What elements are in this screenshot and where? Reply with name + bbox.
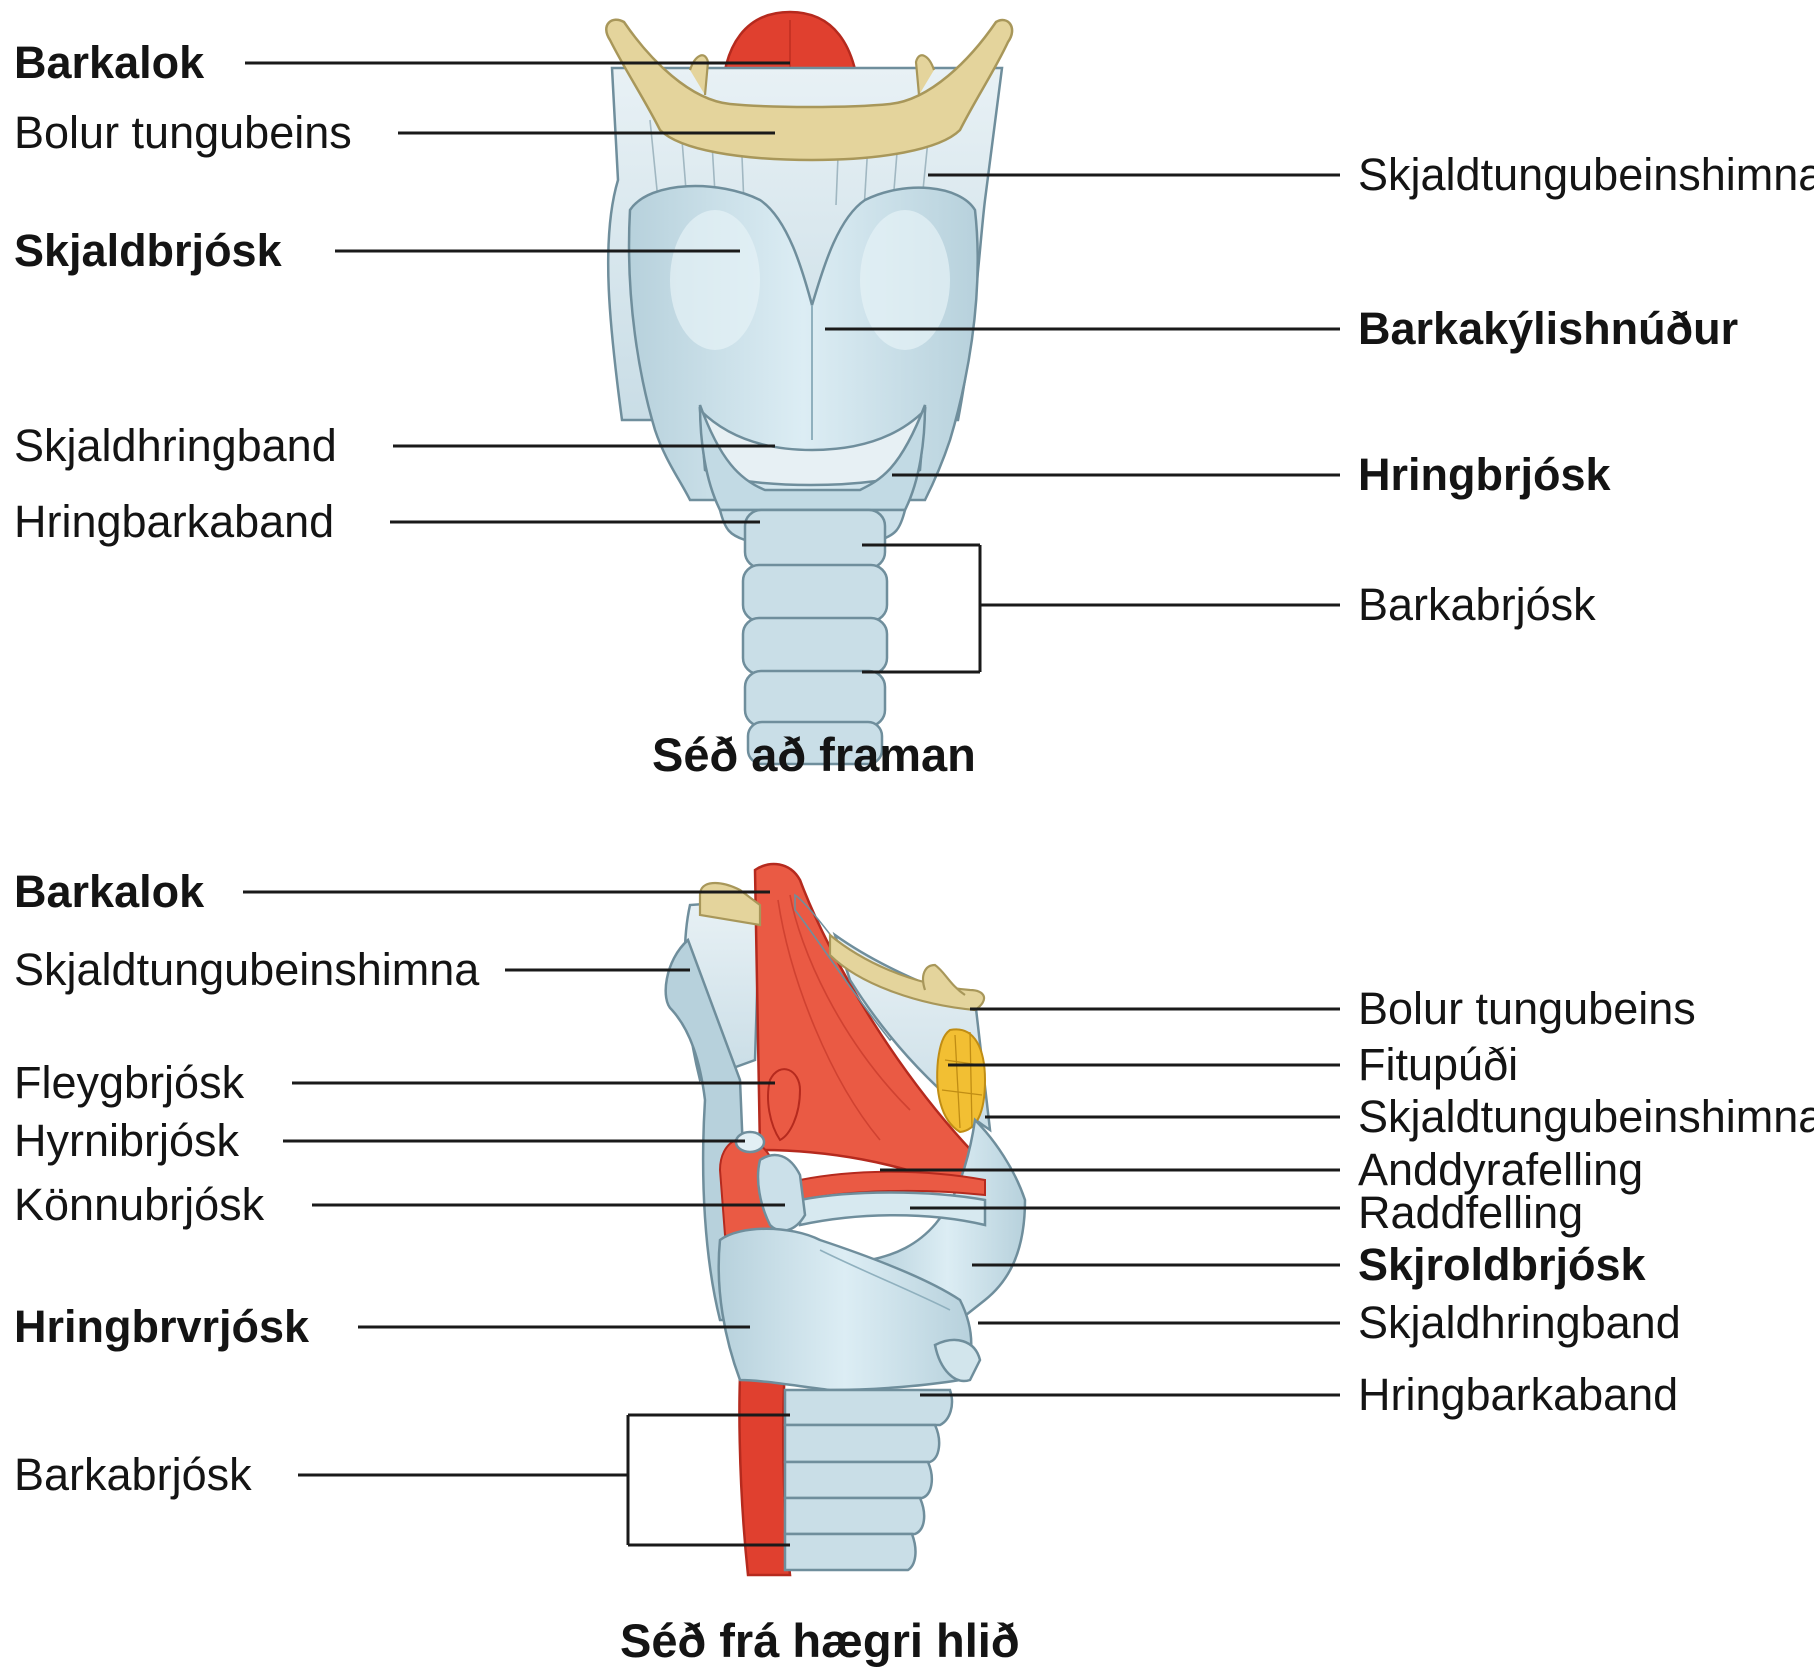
side-epiglottis [753, 862, 992, 1197]
label-hyoid-body-front: Bolur tungubeins [14, 107, 352, 158]
label-vocal-fold-side: Raddfelling [1358, 1187, 1584, 1238]
label-arytenoid-cartilage-side: Könnubrjósk [14, 1179, 265, 1230]
label-cricotracheal-ligament-front: Hringbarkaband [14, 496, 335, 547]
label-epiglottis-side: Barkalok [14, 866, 205, 917]
label-thyrohyoid-membrane-side-left: Skjaldtungubeinshimna [14, 944, 480, 995]
label-cricoid-cartilage-front: Hringbrjósk [1358, 449, 1611, 500]
side-leader-lines [243, 890, 1340, 1547]
front-hyoid-bone [605, 18, 1014, 162]
label-cricoid-cartilage-side: Hringbrvrjósk [14, 1301, 310, 1352]
label-cricothyroid-ligament-front: Skjaldhringband [14, 420, 337, 471]
label-tracheal-cartilage-side: Barkabrjósk [14, 1449, 252, 1500]
side-trachea [783, 1388, 954, 1572]
side-cuneiform-cartilage [767, 1068, 802, 1142]
label-corniculate-cartilage-side: Hyrnibrjósk [14, 1115, 240, 1166]
label-thyrohyoid-membrane-front: Skjaldtungubeinshimna [1358, 149, 1814, 200]
caption-front-view: Séð að framan [652, 728, 976, 781]
label-cricothyroid-ligament-side: Skjaldhringband [1358, 1297, 1681, 1348]
label-hyoid-body-side: Bolur tungubeins [1358, 983, 1696, 1034]
label-tracheal-cartilage-front: Barkabrjósk [1358, 579, 1596, 630]
side-view-larynx [664, 862, 1027, 1577]
caption-side-view: Séð frá hægri hlið [620, 1614, 1020, 1667]
side-vocal-fold [798, 1191, 987, 1227]
side-fat-pad [936, 1028, 987, 1134]
label-epiglottis-front: Barkalok [14, 37, 205, 88]
front-trachea [741, 508, 889, 766]
side-hyoid-bone [698, 882, 762, 927]
label-laryngeal-prominence-front: Barkakýlishnúður [1358, 303, 1739, 354]
label-thyroid-cartilage-front: Skjaldbrjósk [14, 225, 282, 276]
label-fat-pad-side: Fitupúði [1358, 1039, 1519, 1090]
front-view-larynx [605, 10, 1014, 766]
label-vestibular-fold-side: Anddyrafelling [1358, 1144, 1644, 1195]
label-thyrohyoid-membrane-side-right: Skjaldtungubeinshimna [1358, 1091, 1814, 1142]
label-cricotracheal-ligament-side: Hringbarkaband [1358, 1369, 1679, 1420]
front-leader-lines [245, 61, 1340, 674]
front-cricothyroid-ligament [698, 406, 927, 487]
label-thyroid-cartilage-side: Skjroldbrjósk [1358, 1239, 1646, 1290]
front-cricoid-cartilage [698, 404, 927, 512]
label-cuneiform-cartilage-side: Fleygbrjósk [14, 1057, 245, 1108]
